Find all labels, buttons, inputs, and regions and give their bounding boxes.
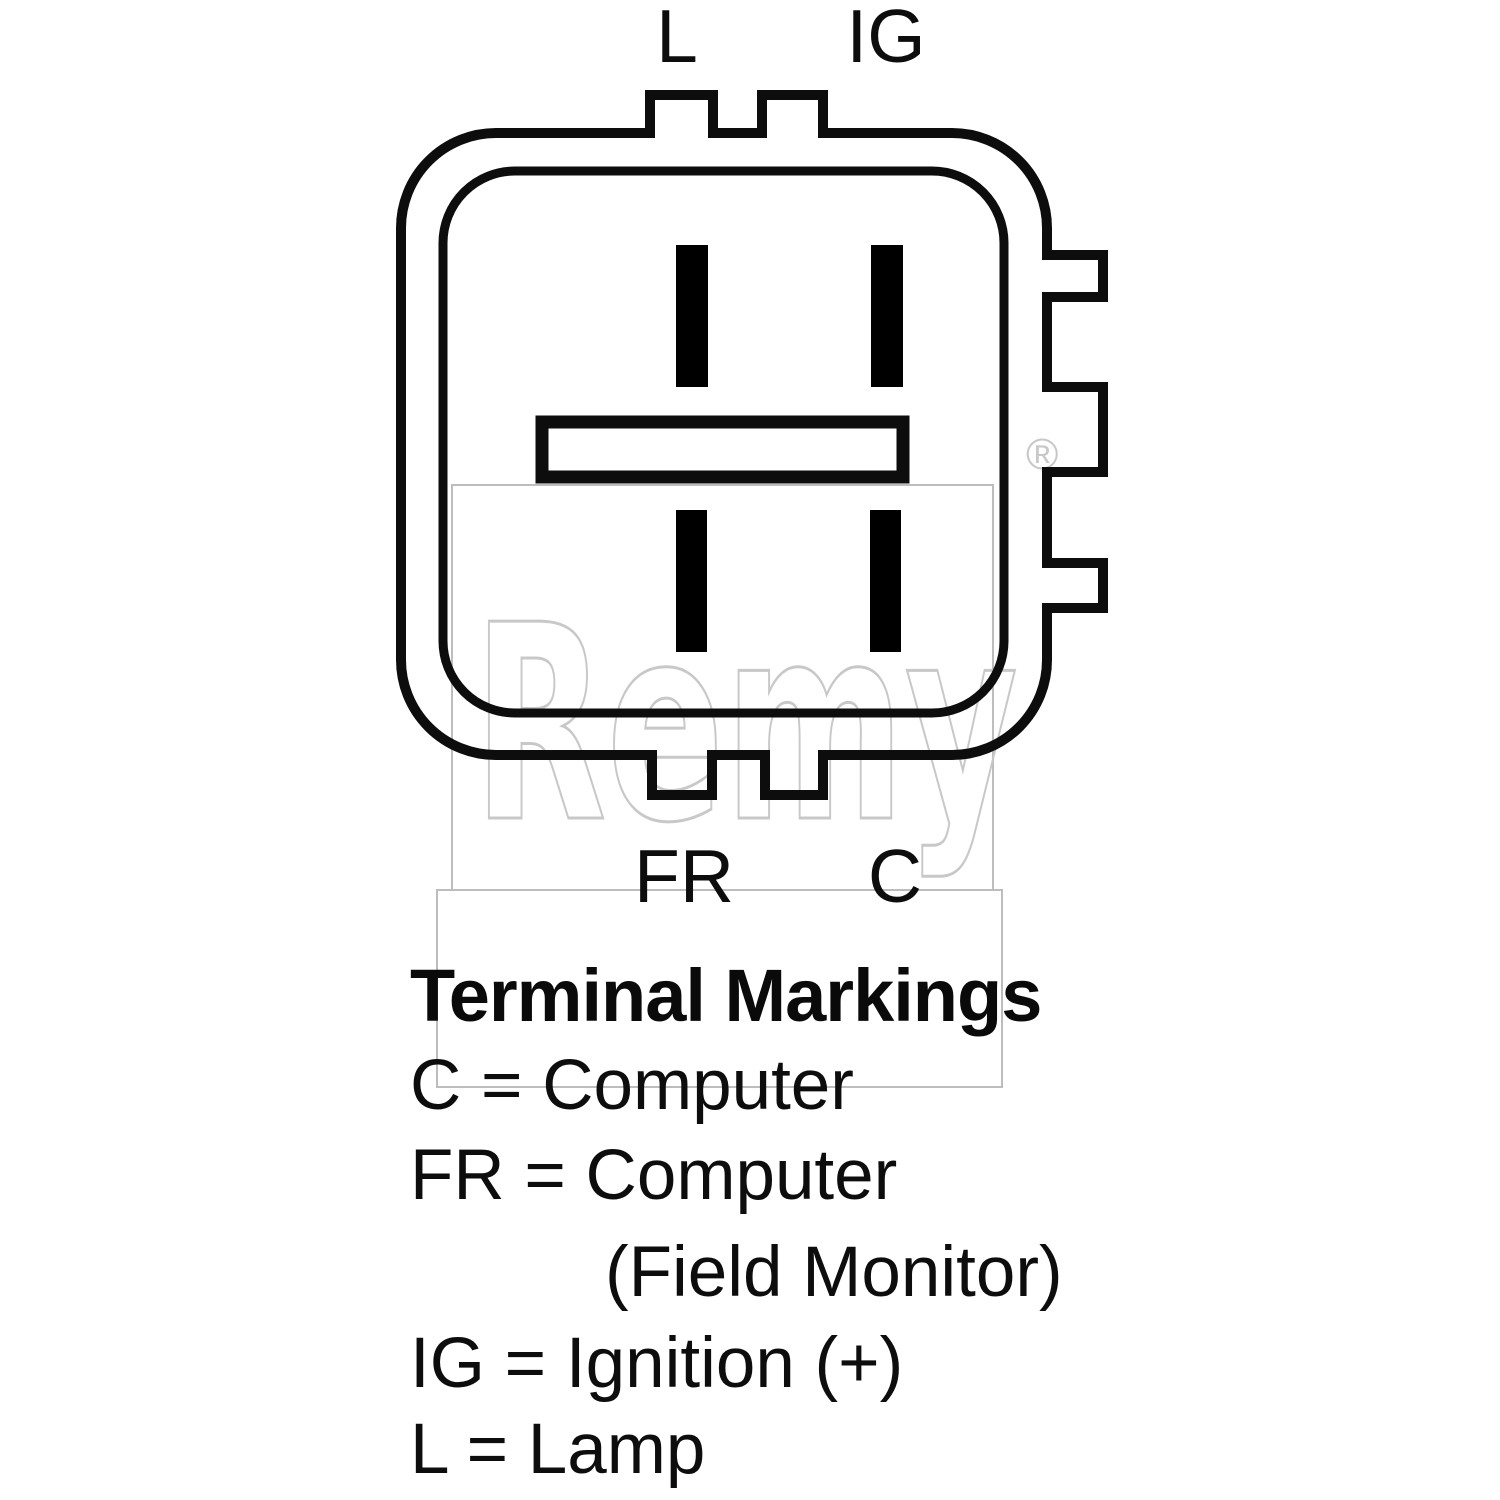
connector-inner-wall — [438, 166, 1009, 718]
pin-ig-top-right — [871, 245, 903, 387]
legend-line-fr: FR = Computer — [410, 1136, 898, 1215]
pin-label-ig: IG — [846, 0, 925, 78]
legend-heading: Terminal Markings — [410, 954, 1042, 1037]
legend-line-c: C = Computer — [410, 1046, 854, 1125]
connector-outer-housing — [396, 90, 1108, 800]
pin-c-bottom-right — [870, 510, 901, 652]
legend-line-l: L = Lamp — [410, 1410, 706, 1489]
watermark-frame-lower — [436, 889, 1003, 1088]
pin-l-top-left — [676, 245, 708, 387]
pin-label-fr: FR — [634, 834, 734, 918]
legend-line-field-monitor: (Field Monitor) — [605, 1233, 1063, 1312]
pin-label-c: C — [868, 834, 922, 918]
legend-line-ig: IG = Ignition (+) — [410, 1324, 904, 1403]
pin-label-l: L — [656, 0, 698, 78]
pin-fr-bottom-left — [676, 510, 707, 652]
brand-watermark-text: Remy — [473, 567, 1018, 882]
center-key-slot — [535, 415, 910, 484]
